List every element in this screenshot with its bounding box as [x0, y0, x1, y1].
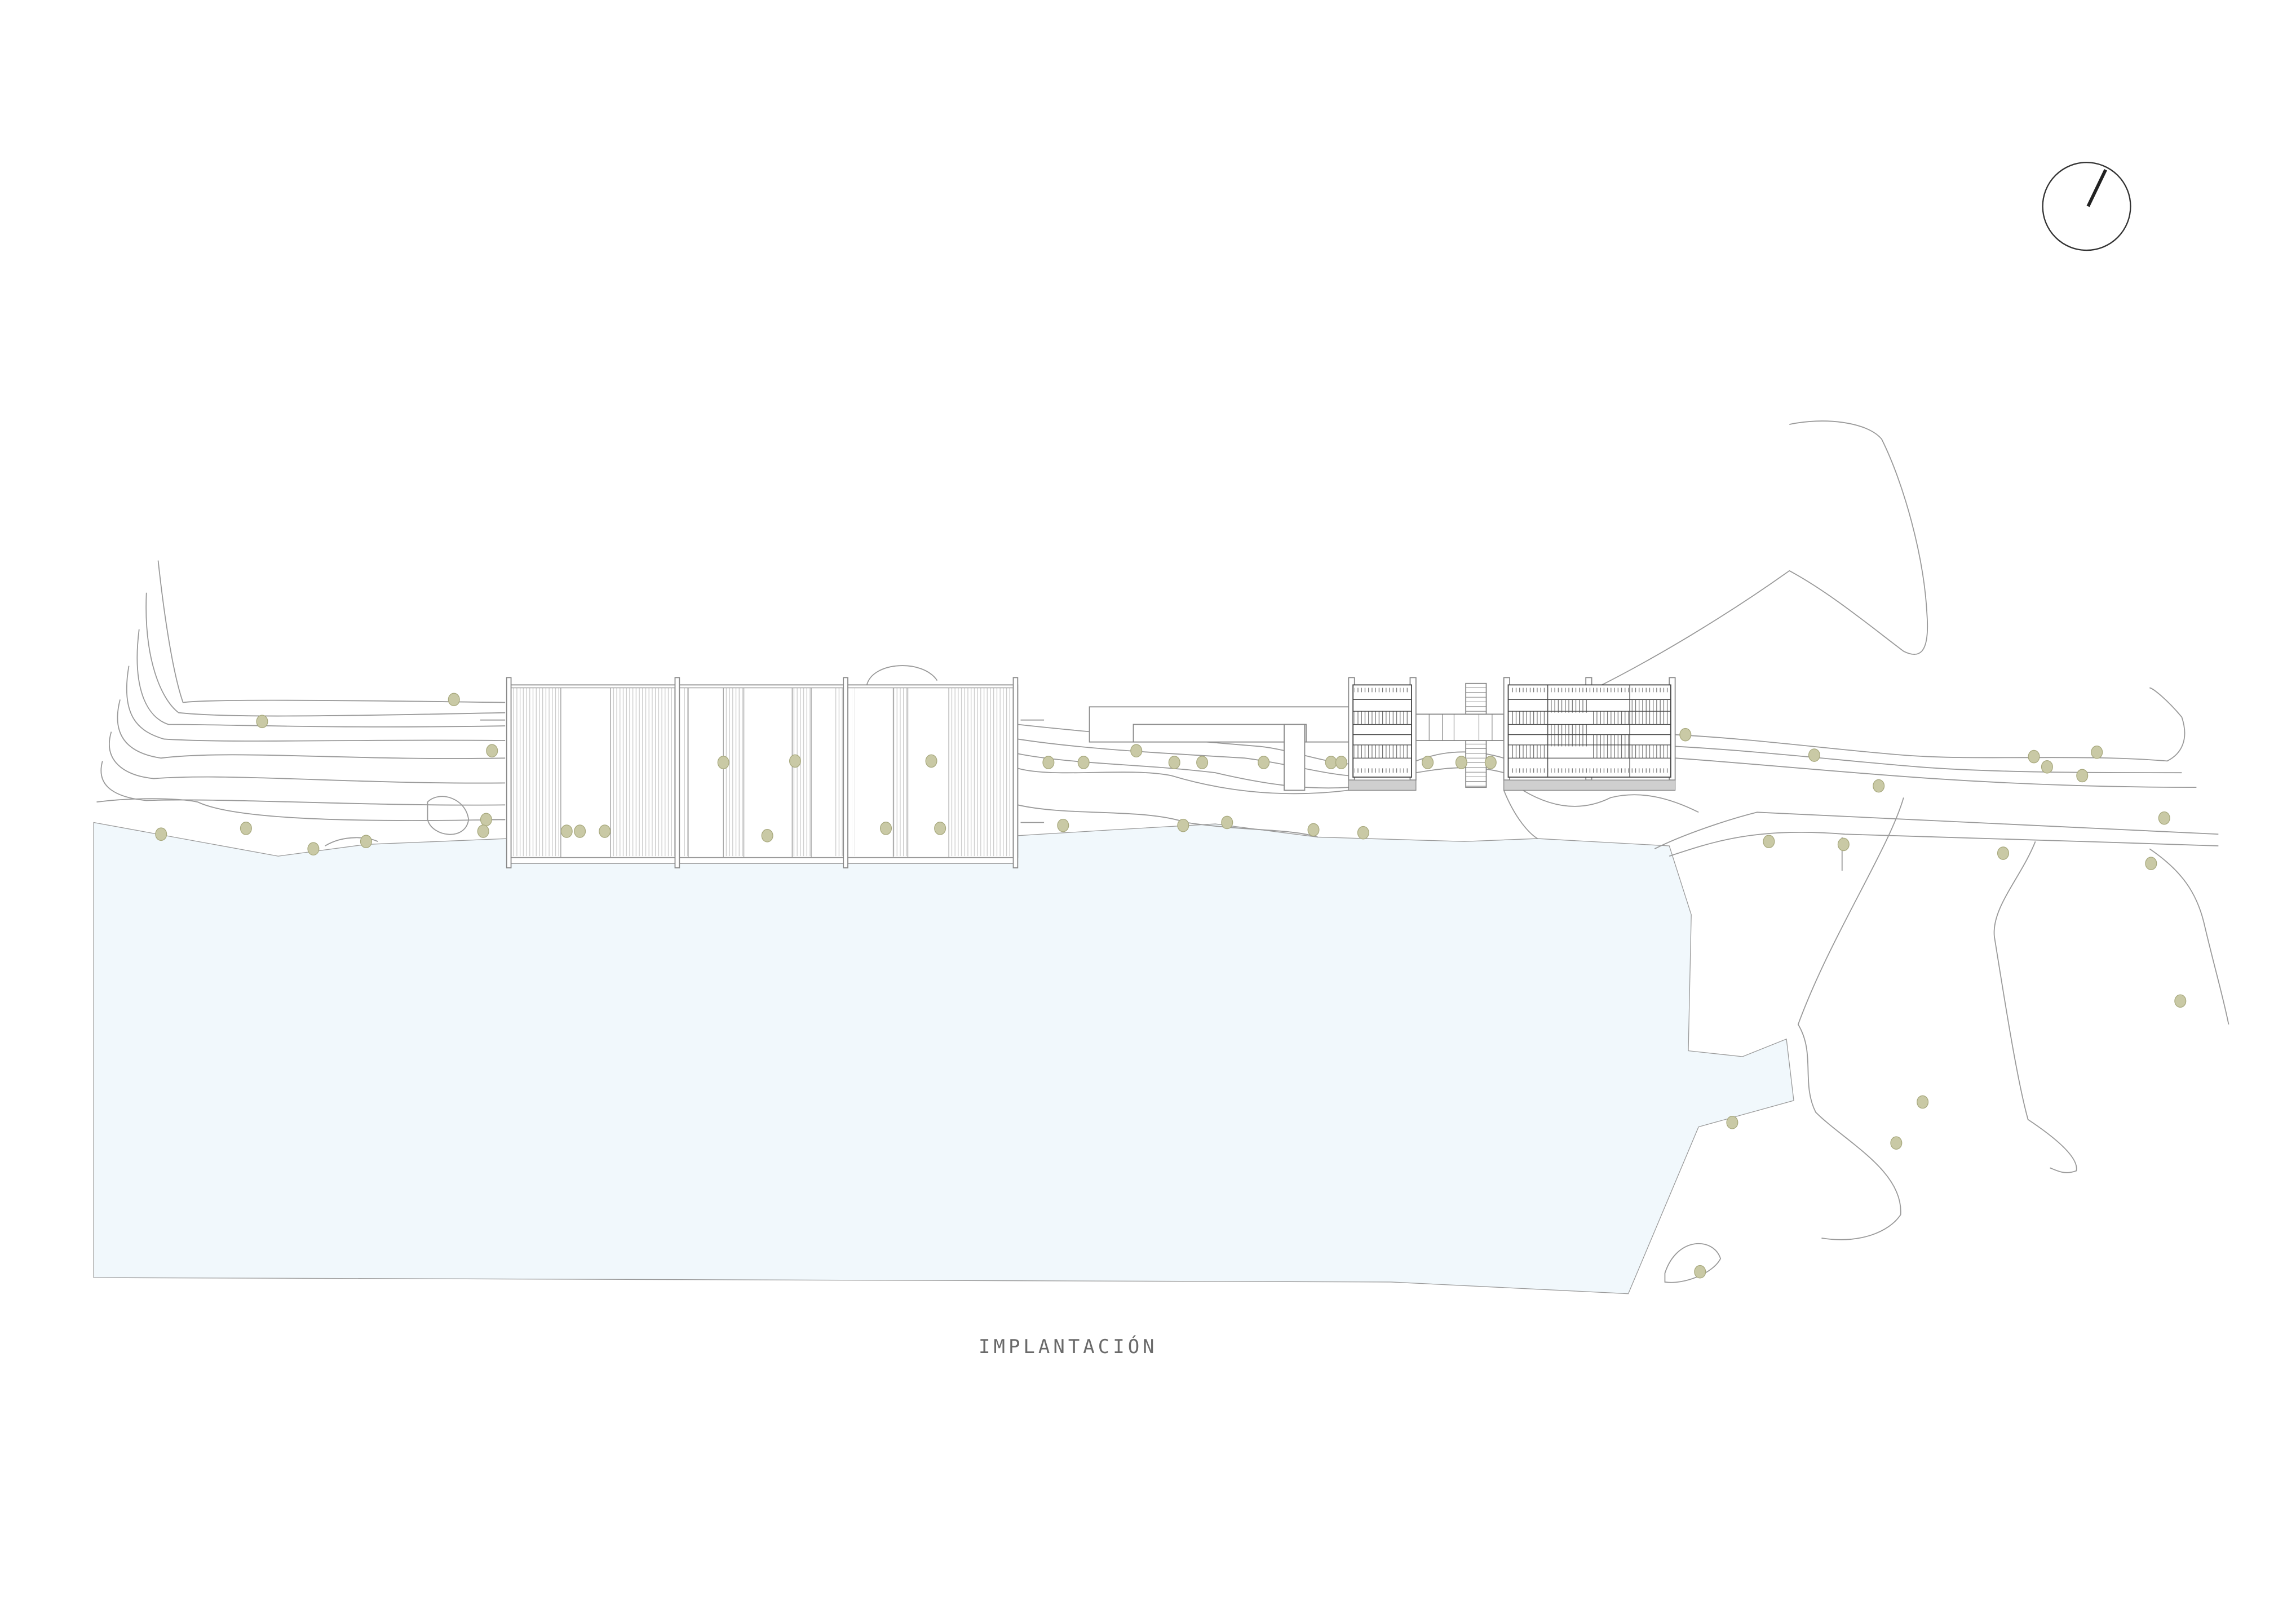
tree [1484, 756, 1497, 769]
drawing-title: IMPLANTACIÓN [979, 1336, 1158, 1358]
tree [1808, 748, 1820, 762]
tree [1042, 756, 1055, 769]
tree [2041, 760, 2053, 774]
tree [1997, 846, 2010, 860]
tree [1763, 835, 1775, 849]
tree [1890, 1136, 1903, 1150]
tree [307, 842, 320, 856]
tree [934, 822, 946, 835]
middle-platform [1089, 706, 1350, 791]
tree [599, 824, 611, 838]
tree [240, 822, 252, 835]
tree [2158, 811, 2170, 825]
tree [155, 827, 167, 841]
tree [256, 715, 268, 729]
tree [1130, 744, 1143, 758]
tree [560, 824, 573, 838]
tree [360, 835, 372, 849]
tree [1307, 823, 1320, 837]
north-arrow-icon [2042, 162, 2131, 251]
contour-lines-right [1503, 420, 2229, 1283]
tree [925, 754, 937, 768]
tree [1258, 756, 1270, 769]
building-block-b [1503, 677, 1676, 791]
tree [1357, 826, 1369, 840]
tree [1168, 756, 1180, 769]
tree [789, 754, 802, 768]
tree [574, 824, 586, 838]
tree [1221, 815, 1233, 830]
contour-lines-left [96, 560, 506, 846]
tree [1325, 756, 1337, 769]
tree [1679, 728, 1692, 742]
tree [477, 824, 489, 838]
tree [1077, 756, 1090, 769]
tree [1196, 756, 1209, 769]
tree [1177, 818, 1189, 832]
tree [1873, 779, 1885, 793]
tree [1837, 837, 1850, 852]
tree [2145, 857, 2157, 871]
tree [761, 829, 773, 842]
tree [717, 756, 729, 769]
water-body [93, 822, 1794, 1294]
tree [2076, 769, 2089, 783]
tree [2028, 750, 2040, 764]
tree [2091, 746, 2103, 759]
tree [480, 813, 492, 827]
tree [880, 822, 892, 835]
trees [155, 693, 2187, 1279]
main-building-left [480, 677, 1045, 868]
tree [1917, 1095, 1929, 1109]
tree [1726, 1116, 1738, 1129]
tree [1694, 1265, 1706, 1279]
tree [1455, 756, 1467, 769]
building-block-a [1348, 677, 1417, 791]
connecting-bridge-and-stair [1415, 682, 1505, 788]
tree [1057, 818, 1069, 832]
tree [2174, 994, 2187, 1008]
tree [1422, 756, 1434, 769]
tree [1335, 756, 1347, 769]
tree [486, 744, 498, 758]
tree [448, 693, 460, 707]
